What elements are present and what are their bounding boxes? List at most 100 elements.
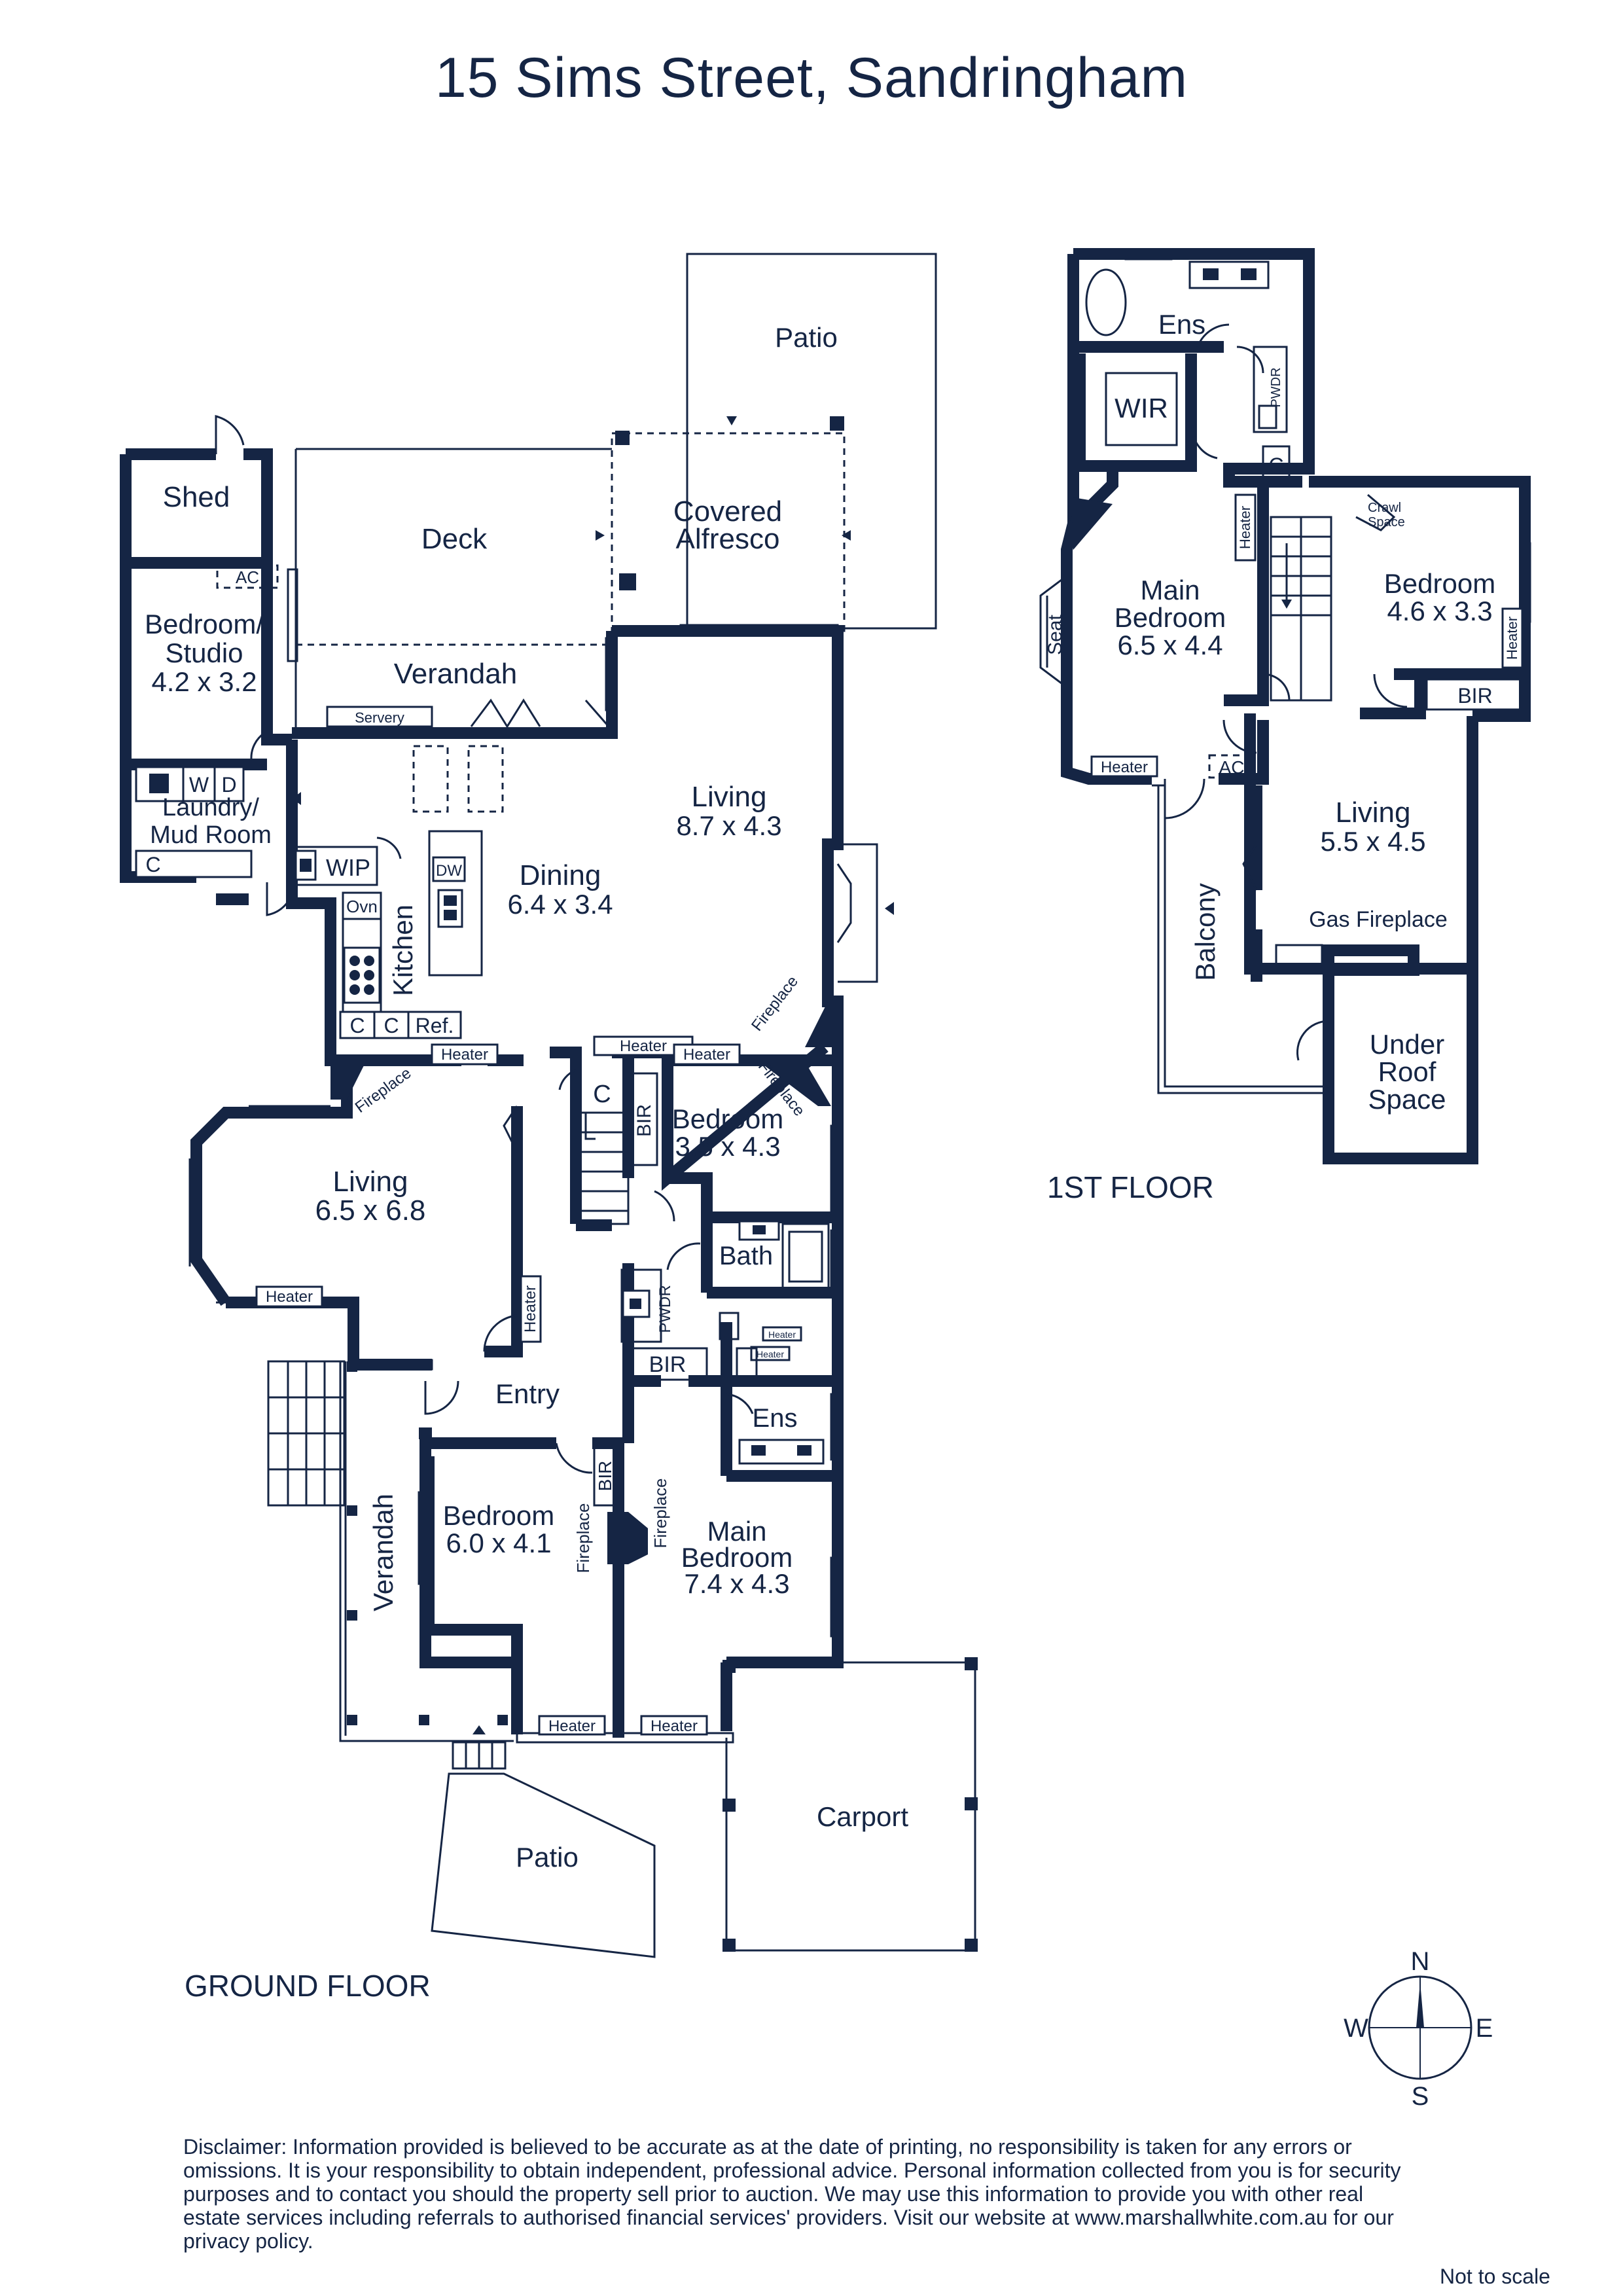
hall-door	[503, 1069, 577, 1153]
fireplace-bed3	[607, 1512, 648, 1564]
bir-hall-box	[627, 1347, 708, 1381]
front-steps-lines	[268, 1361, 344, 1505]
washer-label: W	[189, 773, 209, 797]
kitchen-cupboard	[339, 1011, 376, 1039]
front-window	[516, 1732, 734, 1744]
laundry-c-label: C	[145, 853, 160, 876]
first-bir-box	[1425, 678, 1524, 711]
first-bedroom-label: Bedroom	[1384, 568, 1495, 599]
studio-door	[250, 732, 265, 760]
carport-post	[722, 1660, 736, 1673]
living-rear-dim: 8.7 x 4.3	[676, 810, 781, 841]
first-pwdr	[1253, 346, 1288, 433]
ground-floor-label: GROUND FLOOR	[185, 1969, 431, 2003]
laundry-tub	[149, 774, 169, 793]
living-front-bay-window	[188, 1105, 330, 1304]
bath-label: Bath	[719, 1242, 773, 1270]
verandah-post	[347, 1361, 357, 1372]
first-ens-label: Ens	[1158, 309, 1205, 340]
living-front-bay	[190, 1107, 330, 1306]
dishwasher	[432, 856, 466, 882]
heater-bath	[762, 1326, 802, 1342]
first-heater-bed-label: Heater	[1504, 617, 1520, 660]
rear-window	[605, 637, 616, 711]
heater-bay	[255, 1285, 323, 1308]
verandah-post	[347, 1505, 357, 1516]
under-roof-label-2: Roof	[1378, 1056, 1436, 1087]
first-heater-bed	[1501, 607, 1524, 669]
hall-bir-label: BIR	[633, 1104, 655, 1137]
disclaimer: Disclaimer: Information provided is beli…	[183, 2135, 1401, 2253]
servery-label: Servery	[355, 709, 404, 726]
wip-label: WIP	[326, 854, 370, 881]
verandah-post	[497, 1715, 508, 1725]
patio-front-label: Patio	[516, 1842, 579, 1873]
fireplace-bed2	[759, 1062, 831, 1106]
carport-post	[722, 1799, 736, 1812]
bedroom-3-label: Bedroom	[443, 1500, 554, 1531]
bed3-door	[555, 1443, 593, 1474]
bath-window	[830, 1229, 842, 1291]
first-floor: PWDR C Seat Heater Crawl Space Heater BI…	[1039, 248, 1531, 1204]
compass: N S E W	[1344, 1947, 1493, 2111]
heater-bed3	[538, 1715, 606, 1736]
bir-hall-label: BIR	[649, 1352, 687, 1377]
alfresco-post	[615, 431, 630, 445]
seat-bay	[1039, 575, 1067, 689]
first-heater-main-label: Heater	[1101, 759, 1148, 776]
first-toilet	[1258, 404, 1277, 429]
first-bedroom-dim: 4.6 x 3.3	[1387, 596, 1492, 626]
gas-fireplace-label: Gas Fireplace	[1309, 907, 1448, 932]
first-basin-bowl	[1203, 268, 1219, 280]
first-bed-window	[1449, 476, 1510, 487]
first-bathtub	[1085, 268, 1127, 336]
compass-s: S	[1412, 2082, 1429, 2111]
shed-label: Shed	[163, 481, 230, 513]
verandah-front-label: Verandah	[368, 1494, 399, 1611]
first-wir-door	[1191, 425, 1218, 459]
ens-door	[726, 1393, 754, 1414]
washer	[182, 766, 216, 802]
crawl-space-label-1: Crawl	[1368, 501, 1401, 515]
kitchen-label: Kitchen	[387, 905, 418, 996]
crawl-space-door	[1355, 493, 1396, 531]
first-ens-window	[1124, 250, 1173, 260]
ovn-label: Ovn	[346, 897, 378, 916]
wip-sink-bowl	[300, 859, 312, 872]
patio-front-outline	[431, 1772, 656, 1958]
first-heater-stair	[1234, 493, 1257, 562]
fireplace-bed3-label: Fireplace	[573, 1503, 593, 1573]
heater-living-side-label: Heater	[522, 1285, 539, 1333]
ac-label: AC	[236, 567, 259, 587]
bedroom-3-dim: 6.0 x 4.1	[446, 1528, 551, 1558]
balcony-label: Balcony	[1190, 883, 1221, 980]
under-roof-label-1: Under	[1370, 1029, 1444, 1060]
wip-door	[376, 836, 402, 859]
heater-bed2	[673, 1043, 741, 1066]
first-living-dim: 5.5 x 4.5	[1320, 826, 1425, 857]
under-roof-door	[1296, 1020, 1329, 1061]
interior-walls	[330, 1043, 838, 1738]
heater-main-label: Heater	[651, 1717, 698, 1735]
ens-toilet	[736, 1347, 758, 1380]
pwdr-basin-bowl	[630, 1299, 641, 1309]
heater-ens	[750, 1346, 791, 1361]
kitchen-c1-label: C	[349, 1014, 365, 1037]
first-living-window	[1250, 791, 1260, 833]
alfresco-arrow	[726, 416, 737, 425]
first-floor-walls	[1061, 248, 1531, 1164]
carport-post	[965, 1797, 978, 1810]
dining-label: Dining	[520, 859, 601, 891]
fireplace-living-front-label: Fireplace	[352, 1064, 415, 1117]
living-front-dim: 6.5 x 6.8	[315, 1194, 426, 1227]
pwdr-room	[620, 1268, 662, 1343]
rear-window	[679, 624, 839, 636]
hall-heater-label: Heater	[620, 1037, 667, 1055]
main-bedroom-label-2: Bedroom	[681, 1542, 793, 1573]
first-bed-door	[1373, 673, 1408, 708]
pendant-light	[467, 745, 504, 813]
bir-bed-label: BIR	[595, 1461, 615, 1492]
bath-door	[666, 1242, 701, 1270]
first-main-door	[1222, 719, 1257, 754]
